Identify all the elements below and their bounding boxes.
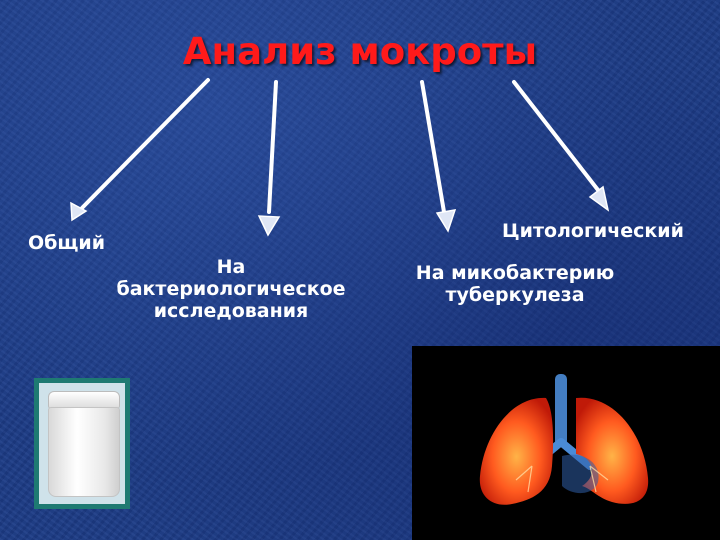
label-mycobacterium-line-2: туберкулеза — [445, 284, 585, 306]
arrow-cytological-head — [588, 185, 610, 212]
arrow-mycobacterium-head — [435, 209, 457, 233]
lungs-image — [412, 346, 720, 540]
label-bacteriological-line-1: На — [216, 256, 246, 278]
label-mycobacterium: На микобактерию туберкулеза — [398, 262, 632, 306]
label-bacteriological-line-2: бактериологическое — [116, 278, 346, 300]
arrow-cytological-shaft — [512, 80, 600, 192]
arrow-mycobacterium-shaft — [420, 80, 446, 214]
arrow-general-head — [70, 201, 88, 222]
lungs-icon — [479, 374, 649, 505]
arrow-general-shaft — [80, 78, 210, 210]
jar-body — [48, 407, 120, 497]
label-general: Общий — [28, 232, 106, 254]
label-bacteriological-line-3: исследования — [153, 300, 309, 322]
label-mycobacterium-line-1: На микобактерию — [415, 262, 615, 284]
label-bacteriological: На бактериологическое исследования — [96, 256, 366, 322]
arrow-bacteriological-head — [257, 215, 281, 237]
arrow-bacteriological-shaft — [267, 80, 278, 214]
specimen-jar-image — [34, 378, 130, 509]
label-cytological: Цитологический — [502, 220, 684, 242]
slide-title: Анализ мокроты — [182, 30, 538, 73]
